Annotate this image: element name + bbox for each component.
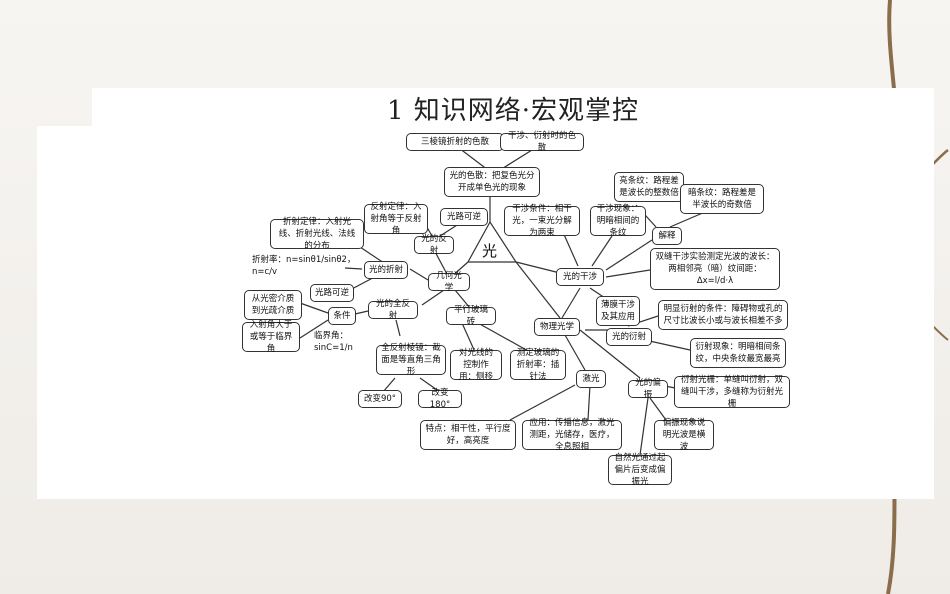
node-interference-condition: 干涉条件：相干光，一束光分解为两束 (504, 204, 580, 238)
node-interference-phenomenon: 干涉现象：明暗相间的条纹 (590, 204, 646, 238)
node-laser-features: 特点：相干性，平行度好，高亮度 (420, 420, 516, 450)
node-physical-optics: 物理光学 (534, 318, 580, 336)
title-bar: 1 知识网络·宏观掌控 (92, 88, 934, 126)
node-laser: 激光 (576, 370, 606, 388)
double-slit-line-1: 双缝干涉实验测定光波的波长： (655, 252, 775, 262)
node-polarization-phenomenon: 偏振现象说明光波是横波 (654, 418, 714, 452)
node-measure-glass: 测定玻璃的折射率：插针法 (510, 348, 566, 382)
node-parallel-glass: 平行玻璃砖 (446, 305, 496, 327)
node-geometric-optics: 几何光学 (428, 271, 470, 293)
node-diffraction-grating: 衍射光栅：单缝叫衍射，双缝叫干涉，多缝称为衍射光栅 (674, 375, 790, 409)
node-prism-dispersion: 三棱镜折射的色散 (406, 133, 504, 151)
node-condition: 条件 (328, 307, 356, 325)
node-refraction: 光的折射 (364, 261, 408, 279)
node-interference-dispersion: 干涉、衍射时的色散 (500, 131, 584, 153)
node-change-180: 改变180° (418, 388, 462, 410)
node-natural-light: 自然光通过起偏片后变成偏振光 (608, 453, 672, 487)
node-explain: 解释 (652, 227, 682, 245)
node-prism-total-reflection: 全反射棱镜：截面是等直角三角形 (376, 343, 446, 377)
node-change-90: 改变90° (358, 390, 402, 408)
center-topic: 光 (482, 242, 498, 260)
node-thin-film: 薄膜干涉及其应用 (596, 296, 640, 326)
node-diffraction-phenomenon: 衍射现象：明暗相间条纹，中央条纹最宽最亮 (690, 338, 786, 368)
node-dense-to-sparse: 从光密介质到光疏介质 (244, 290, 302, 320)
node-double-slit: 双缝干涉实验测定光波的波长： 两相邻亮（暗）纹间距：Δx=l/d·λ (650, 248, 780, 290)
node-dark-fringe: 暗条纹：路程差是半波长的奇数倍 (680, 184, 764, 214)
node-reflection: 光的反射 (414, 234, 454, 256)
node-laser-applications: 应用：传播信息，激光测距，光储存，医疗，全息照相 (522, 418, 622, 452)
node-diffraction: 光的衍射 (606, 328, 652, 346)
node-diffraction-condition: 明显衍射的条件：障碍物或孔的尺寸比波长小或与波长相差不多 (658, 300, 788, 330)
node-interference: 光的干涉 (556, 268, 604, 286)
node-path-reversible-2: 光路可逆 (310, 284, 354, 302)
double-slit-line-2: 两相邻亮（暗）纹间距：Δx=l/d·λ (668, 264, 762, 286)
node-path-reversible-1: 光路可逆 (440, 208, 488, 226)
node-bright-fringe: 亮条纹：路程差是波长的整数倍 (614, 172, 684, 202)
node-refraction-law: 折射定律：入射光线、折射光线、法线的分布 (270, 217, 364, 251)
node-refraction-index: 折射率：n=sinθ1/sinθ2，n=c/v (252, 255, 356, 277)
node-polarization: 光的偏振 (628, 378, 668, 400)
node-reflection-law: 反射定律：入射角等于反射角 (364, 202, 428, 236)
node-critical-angle: 临界角：sinC=1/n (314, 331, 353, 353)
node-total-reflection: 光的全反射 (368, 299, 418, 321)
node-path-control: 对光线的控制作用：侧移 (450, 348, 502, 382)
page-title: 1 知识网络·宏观掌控 (386, 96, 640, 126)
node-angle-critical: 入射角大于或等于临界角 (242, 320, 300, 354)
node-dispersion: 光的色散：把复色光分开成单色光的现象 (444, 167, 540, 197)
